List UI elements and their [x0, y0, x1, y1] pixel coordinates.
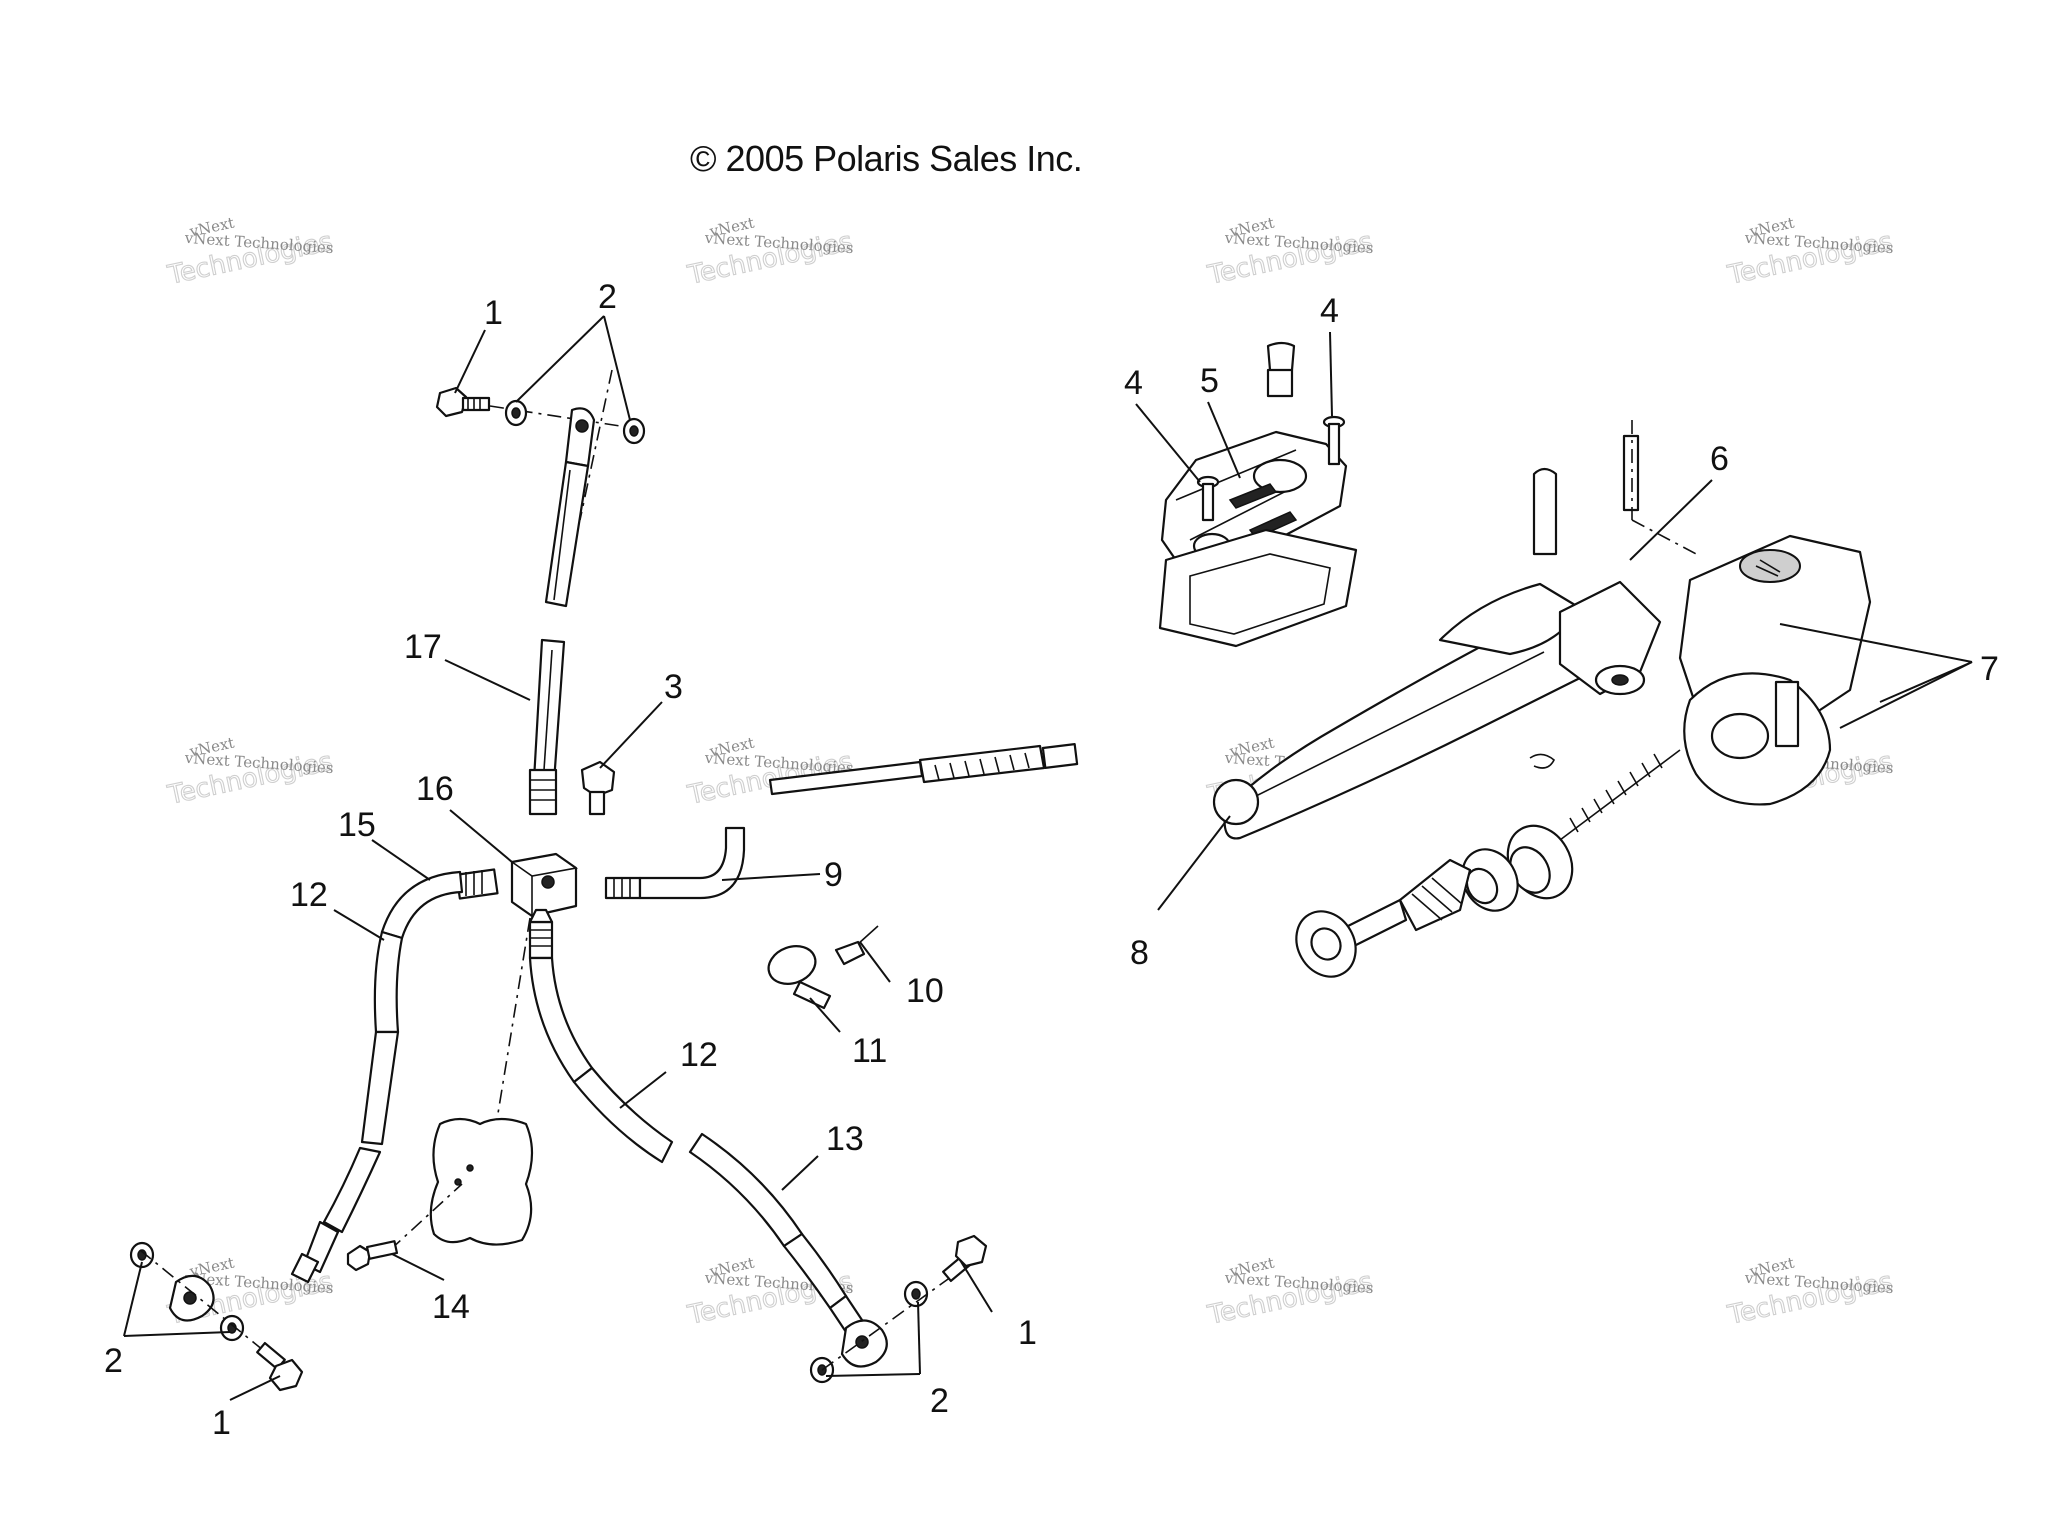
callout-hose-9: 9	[824, 856, 843, 894]
clip-10	[834, 925, 879, 966]
right-bottom-washer-1	[903, 1280, 929, 1308]
upper-hose-fitting	[528, 768, 558, 816]
callout-reservoir-pin: 6	[1710, 440, 1729, 478]
lever-bracket	[1558, 580, 1662, 696]
callout-left-hose-15: 15	[338, 806, 376, 844]
callout-left-bottom-washers: 2	[104, 1342, 123, 1380]
junction-block	[509, 852, 579, 918]
callout-clamp-11: 11	[852, 1032, 887, 1070]
hose-9	[604, 826, 746, 900]
top-washer-right	[622, 417, 646, 445]
callout-upper-hose: 17	[404, 628, 442, 666]
callout-top-washers: 2	[598, 278, 617, 316]
reservoir-plug	[1266, 341, 1296, 398]
copyright-notice: © 2005 Polaris Sales Inc.	[690, 138, 1083, 179]
callout-right-brake-hose: 12	[680, 1036, 718, 1074]
callout-cap-screw-right: 4	[1320, 292, 1339, 330]
reservoir-diaphragm	[1158, 528, 1358, 648]
left-bottom-washer-2	[219, 1314, 245, 1342]
mount-bolt	[346, 1240, 399, 1272]
dust-boot	[1338, 858, 1472, 952]
right-brake-hose	[528, 908, 868, 1340]
cap-screw-right	[1322, 415, 1346, 466]
left-bottom-banjo	[168, 1274, 215, 1322]
leader-lines	[123, 315, 1973, 1401]
callout-clamp-screws: 7	[1980, 650, 1999, 688]
pivot-pin	[1532, 467, 1558, 556]
callout-cap-screw-left: 4	[1124, 364, 1143, 402]
watermark: Technologies vNext vNext Technologies	[1724, 214, 1896, 292]
watermark: Technologies vNext vNext Technologies	[164, 734, 336, 812]
circlip	[1529, 753, 1555, 769]
watermark: Technologies vNext vNext Technologies	[164, 214, 336, 292]
callout-right-bottom-washers: 2	[930, 1382, 949, 1420]
top-washer-left	[504, 399, 528, 427]
mount-plate	[429, 1117, 534, 1246]
pushrod-cap	[1295, 910, 1357, 978]
callout-right-hose-13: 13	[826, 1120, 864, 1158]
callout-mount-bolt: 14	[432, 1288, 470, 1326]
cap-screw-left	[1196, 475, 1220, 522]
left-bottom-bolt	[256, 1341, 304, 1392]
pushrod-spring	[1559, 749, 1681, 841]
reservoir-pin	[1622, 434, 1640, 512]
callout-top-bolt: 1	[484, 294, 503, 332]
right-bottom-banjo	[840, 1319, 888, 1368]
upper-hose	[532, 407, 596, 784]
watermark: Technologies vNext vNext Technologies	[1204, 214, 1376, 292]
callout-reservoir-cover: 5	[1200, 362, 1219, 400]
handlebar-clamp	[1683, 672, 1832, 806]
bleeder-valve	[580, 760, 616, 816]
callout-right-bottom-bolt: 1	[1018, 1314, 1037, 1352]
watermark: Technologies vNext vNext Technologies	[1204, 1254, 1376, 1332]
watermark: Technologies vNext vNext Technologies	[684, 214, 856, 292]
top-bolt	[435, 386, 491, 418]
clamp-11	[767, 945, 832, 1010]
callout-bleeder: 3	[664, 668, 683, 706]
callout-left-bottom-bolt: 1	[212, 1404, 231, 1442]
callout-junction-block: 16	[416, 770, 454, 808]
callout-left-brake-hose: 12	[290, 876, 328, 914]
braided-hose	[768, 743, 1079, 796]
brake-lever	[1212, 582, 1629, 840]
watermark: Technologies vNext vNext Technologies	[1724, 1254, 1896, 1332]
callout-clip-10: 10	[906, 972, 944, 1010]
right-bottom-bolt	[942, 1234, 988, 1283]
left-brake-hose	[290, 868, 499, 1284]
piston-seals	[1461, 824, 1574, 912]
callout-numbers: 1 2 17 3 16 15 12 9 10 11 12 13 14 2 1 1…	[104, 278, 1999, 1442]
callout-brake-lever: 8	[1130, 934, 1149, 972]
reservoir-cover	[1160, 430, 1348, 568]
